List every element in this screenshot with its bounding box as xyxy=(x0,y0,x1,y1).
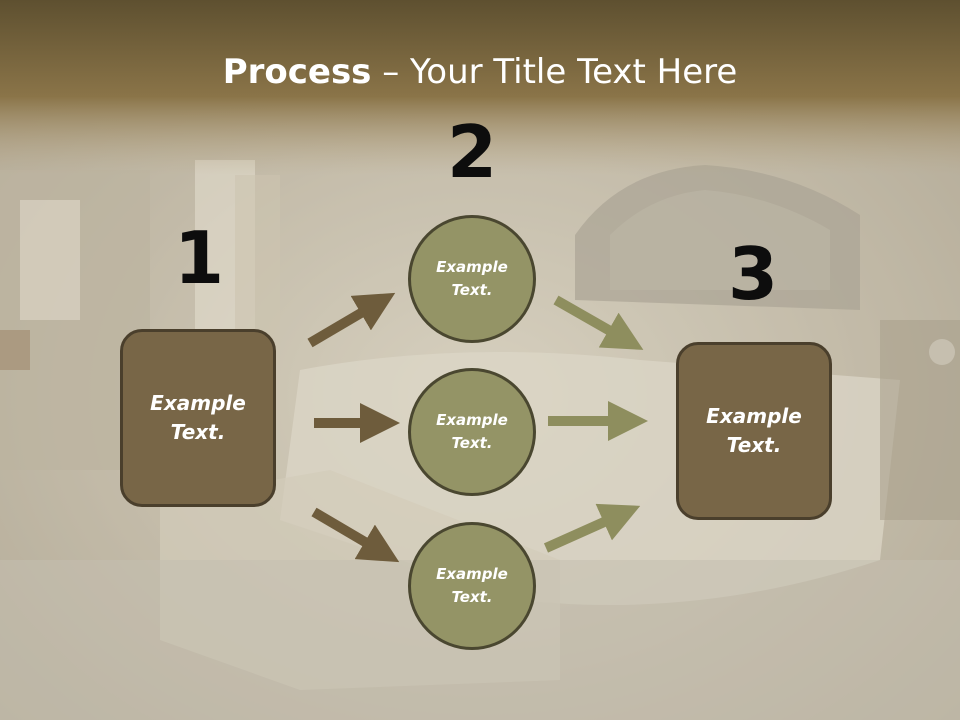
step-number-3: 3 xyxy=(727,232,779,316)
step-3-box: Example Text. xyxy=(676,342,832,520)
arrow-1-to-2a xyxy=(307,292,396,348)
step-2-node-bottom: Example Text. xyxy=(408,522,536,650)
node-middle-text: Example Text. xyxy=(436,411,508,452)
step-1-box: Example Text. xyxy=(120,329,276,507)
title-bold: Process xyxy=(222,52,372,92)
step-2-node-middle: Example Text. xyxy=(408,368,536,496)
arrow-1-to-2c xyxy=(311,507,400,563)
node-top-text: Example Text. xyxy=(436,258,508,299)
arrow-2a-to-3 xyxy=(553,295,644,350)
slide-title: Process – Your Title Text Here xyxy=(0,52,960,92)
node-bottom-text: Example Text. xyxy=(436,565,508,606)
step-number-2: 2 xyxy=(446,110,498,194)
step-3-text: Example Text. xyxy=(706,404,802,457)
arrow-2c-to-3 xyxy=(543,503,641,553)
step-2-node-top: Example Text. xyxy=(408,215,536,343)
title-rest: – Your Title Text Here xyxy=(371,52,738,92)
step-number-1: 1 xyxy=(173,216,225,300)
step-1-text: Example Text. xyxy=(150,391,246,444)
